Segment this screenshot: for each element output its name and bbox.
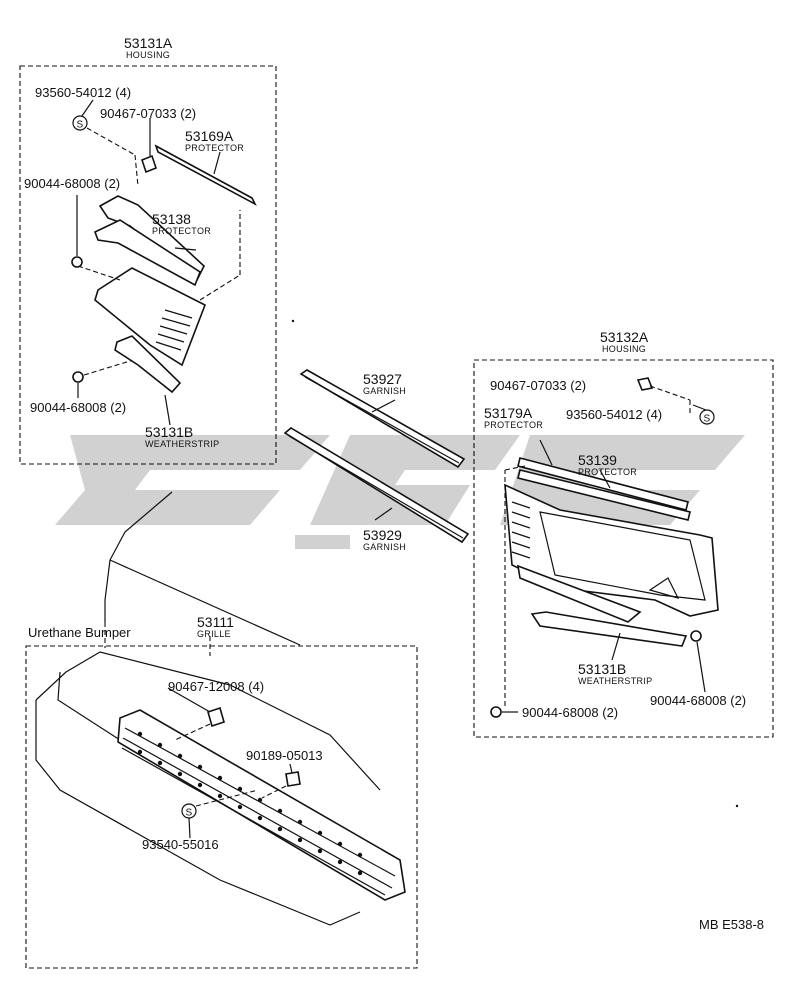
nut-icon bbox=[72, 371, 84, 383]
grille-name: GRILLE bbox=[197, 629, 231, 639]
nut-icon bbox=[690, 630, 702, 642]
garnish-strips bbox=[283, 369, 470, 544]
left-housing-parts: S bbox=[71, 99, 257, 426]
screw-right-pn: 93560-54012 (4) bbox=[566, 407, 662, 422]
nut-left-bottom-pn: 90044-68008 (2) bbox=[30, 400, 126, 415]
weatherstrip-left-pn: 53131B bbox=[145, 424, 193, 440]
protector-right-a-name: PROTECTOR bbox=[484, 420, 543, 430]
screw-symbol-grille: S bbox=[186, 808, 193, 819]
right-housing-parts: S bbox=[490, 377, 719, 718]
clip-grille-pn: 90467-12008 (4) bbox=[168, 679, 264, 694]
nut-icon bbox=[490, 706, 502, 718]
weatherstrip-left-name: WEATHERSTRIP bbox=[145, 439, 219, 449]
weatherstrip-right-pn: 53131B bbox=[578, 661, 626, 677]
nut-left-top-pn: 90044-68008 (2) bbox=[24, 176, 120, 191]
protector-right-a-pn: 53179A bbox=[484, 405, 533, 421]
garnish-lower-name: GARNISH bbox=[363, 542, 406, 552]
protector-left-pn: 53169A bbox=[185, 128, 234, 144]
clip-left-pn: 90467-07033 (2) bbox=[100, 106, 196, 121]
clip-icon bbox=[207, 706, 225, 728]
garnish-upper-pn: 53927 bbox=[363, 371, 402, 387]
weatherstrip-right-name: WEATHERSTRIP bbox=[578, 676, 652, 686]
labels: 53131A HOUSING 93560-54012 (4) 90467-070… bbox=[24, 35, 764, 932]
left-housing-box bbox=[19, 65, 277, 465]
housing-left-name: HOUSING bbox=[126, 50, 170, 60]
grille-pn: 53111 bbox=[197, 614, 234, 630]
clip-icon bbox=[141, 154, 157, 174]
right-housing-box bbox=[473, 359, 774, 738]
garnish-upper-name: GARNISH bbox=[363, 386, 406, 396]
protector-right-b-pn: 53139 bbox=[578, 452, 617, 468]
protector-mid-left-name: PROTECTOR bbox=[152, 226, 211, 236]
screw-grille-pn: 93540-55016 bbox=[142, 837, 219, 852]
protector-left-name: PROTECTOR bbox=[185, 143, 244, 153]
screw-left-pn: 93560-54012 (4) bbox=[35, 85, 131, 100]
screw-symbol-right: S bbox=[704, 414, 711, 425]
nut-icon bbox=[71, 256, 83, 268]
bumper-label: Urethane Bumper bbox=[28, 625, 131, 640]
clip-icon bbox=[636, 377, 654, 391]
clip-right-pn: 90467-07033 (2) bbox=[490, 378, 586, 393]
housing-right-pn: 53132A bbox=[600, 329, 649, 345]
screw-symbol-left: S bbox=[77, 120, 84, 131]
nut-right-bottom-pn: 90044-68008 (2) bbox=[522, 705, 618, 720]
housing-right-name: HOUSING bbox=[602, 344, 646, 354]
protector-mid-left-pn: 53138 bbox=[152, 211, 191, 227]
housing-left-pn: 53131A bbox=[124, 35, 173, 51]
protector-right-b-name: PROTECTOR bbox=[578, 467, 637, 477]
grille-box bbox=[25, 645, 418, 969]
watermark-logo bbox=[55, 435, 745, 549]
nut-grille-pn: 90189-05013 bbox=[246, 748, 323, 763]
nut-icon bbox=[285, 771, 301, 787]
diagram-code: MB E538-8 bbox=[699, 917, 764, 932]
nut-right-pn: 90044-68008 (2) bbox=[650, 693, 746, 708]
garnish-lower-pn: 53929 bbox=[363, 527, 402, 543]
bumper-outline bbox=[35, 491, 381, 926]
grille-parts: S bbox=[117, 636, 406, 901]
